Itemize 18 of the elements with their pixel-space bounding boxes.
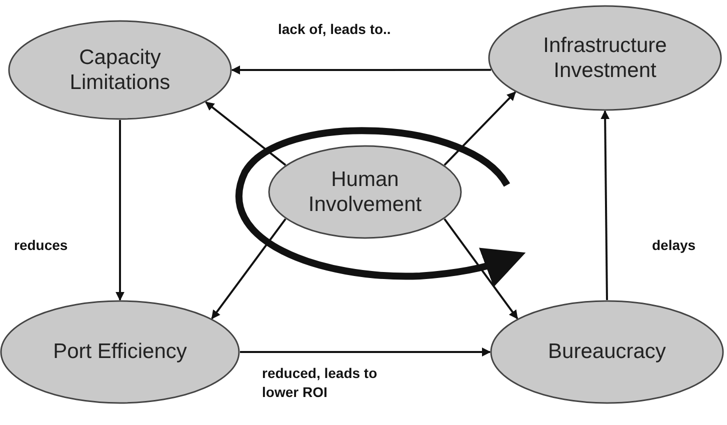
arrow xyxy=(205,101,286,166)
arrow xyxy=(116,120,124,301)
node-label: Port Efficiency xyxy=(53,339,187,365)
arrow xyxy=(231,66,491,74)
arrow xyxy=(444,91,516,166)
node-label: Capacity Limitations xyxy=(68,44,172,96)
ellipse-node xyxy=(8,20,232,120)
arrow xyxy=(600,110,610,300)
ellipse-node xyxy=(268,145,462,239)
ellipse-node xyxy=(490,300,724,404)
ellipse-node xyxy=(488,5,722,111)
arrow xyxy=(444,218,518,320)
arrow xyxy=(211,218,286,320)
node-label: Bureaucracy xyxy=(548,339,666,365)
node-label: Infrastructure Investment xyxy=(542,32,668,84)
node-label: Human Involvement xyxy=(307,166,423,218)
ellipse-node xyxy=(0,300,240,404)
arrow xyxy=(240,348,491,356)
